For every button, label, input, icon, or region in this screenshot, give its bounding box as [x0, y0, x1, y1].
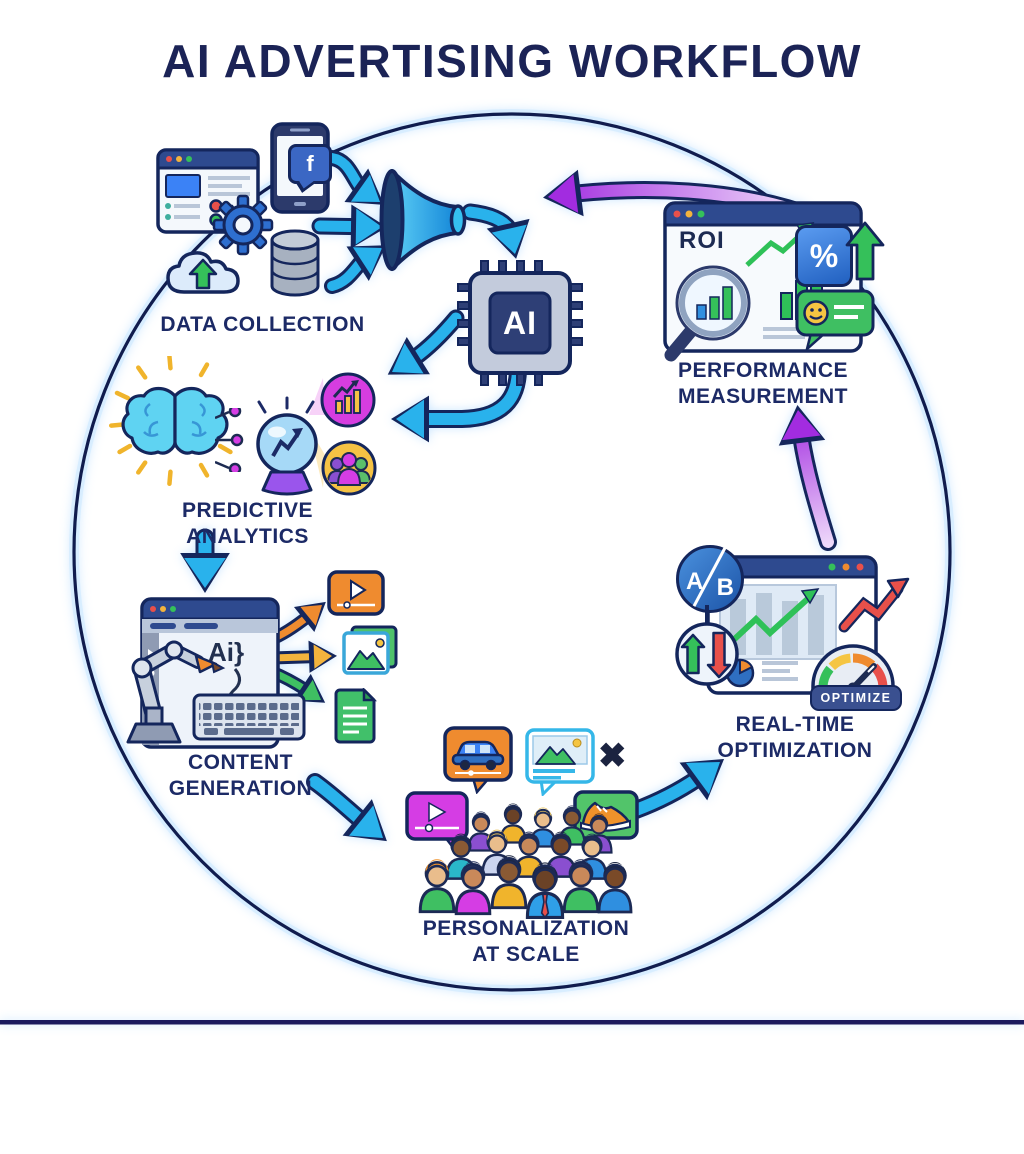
- roi-label: ROI: [679, 227, 725, 254]
- growth-chart-bubble-icon: [320, 372, 376, 428]
- ab-test-a: A: [686, 568, 704, 595]
- rising-red-arrow-icon: [838, 577, 910, 633]
- image-ad-icon: [342, 625, 398, 675]
- crystal-ball-icon: [256, 396, 318, 496]
- label-predictive-analytics: PREDICTIVE ANALYTICS: [181, 499, 314, 548]
- label-data-collection: DATA COLLECTION: [160, 313, 365, 336]
- percent-card-icon: %: [795, 225, 853, 287]
- stage-content-generation: Ai}: [108, 555, 418, 805]
- label-content-generation: CONTENT GENERATION: [168, 751, 313, 800]
- ab-test-icon: A B: [676, 545, 744, 613]
- stage-predictive-analytics: PREDICTIVE ANALYTICS: [95, 356, 395, 575]
- ab-test-b: B: [716, 574, 734, 601]
- feedback-bubble-icon: [795, 289, 875, 353]
- analytics-window-icon: [706, 555, 878, 695]
- cycle-circle: [72, 112, 952, 992]
- reject-x-icon: ✖: [598, 737, 627, 775]
- stage-data-collection: f DATA COLLECTION: [140, 118, 480, 348]
- facebook-bubble-icon: f: [288, 144, 332, 184]
- image-post-bubble-icon: [525, 728, 595, 796]
- keyboard-icon: [192, 693, 306, 741]
- crowd-icon: [418, 803, 633, 919]
- big-up-arrow-icon: [845, 221, 885, 281]
- brain-icon: [108, 356, 233, 487]
- ai-chip-icon: AI: [455, 258, 585, 388]
- gear-icon: [212, 194, 274, 256]
- magnifier-icon: [664, 265, 751, 362]
- flow-arrows: [180, 150, 837, 847]
- funnel-icon: [379, 169, 467, 271]
- gauge-icon: [811, 644, 895, 692]
- document-ad-icon: [334, 688, 378, 744]
- car-ad-bubble-icon: [443, 726, 513, 794]
- cloud-upload-icon: [166, 251, 240, 294]
- page-title: AI ADVERTISING WORKFLOW: [162, 35, 862, 87]
- label-realtime-optimization: REAL-TIME OPTIMIZATION: [717, 713, 873, 762]
- bottom-divider-line: [0, 1020, 1024, 1025]
- facebook-glyph: f: [306, 151, 314, 176]
- robot-arm-icon: [126, 640, 226, 744]
- stage-realtime-optimization: A B OPTIMIZE REAL-TIME: [660, 535, 925, 765]
- up-down-arrows-icon: [675, 622, 739, 686]
- audience-bubble-icon: [321, 440, 377, 496]
- stage-personalization: ✖ PERSONALIZATION AT SCALE: [395, 712, 675, 967]
- label-performance-measurement: PERFORMANCE MEASUREMENT: [677, 359, 848, 408]
- video-ad-icon: [327, 570, 385, 616]
- database-icon: [270, 229, 320, 297]
- video-post-bubble-icon: [405, 791, 469, 851]
- stage-performance-measurement: ROI % PERFORMANCE MEASUREMENT: [655, 195, 895, 410]
- label-personalization: PERSONALIZATION AT SCALE: [422, 917, 630, 966]
- optimize-badge: OPTIMIZE: [810, 685, 902, 711]
- ai-chip-body: [457, 260, 583, 386]
- ai-chip-label: AI: [503, 304, 537, 341]
- ab-connector: [705, 605, 709, 623]
- network-nodes-icon: [215, 408, 244, 472]
